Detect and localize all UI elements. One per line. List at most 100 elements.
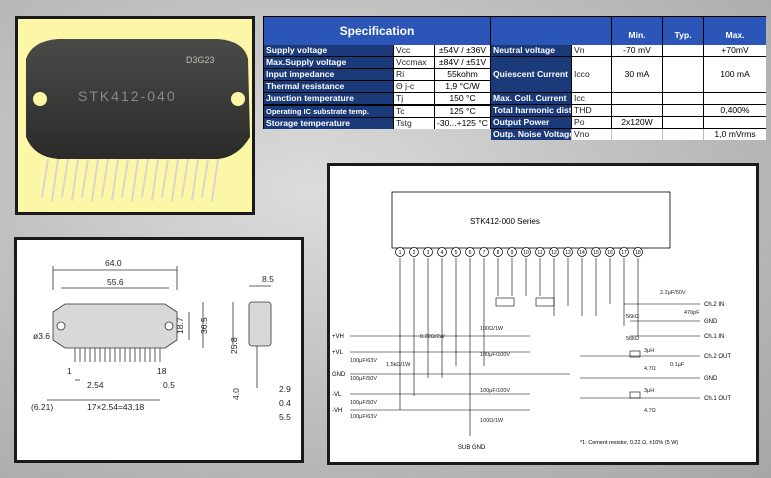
spec-char-min <box>612 105 662 116</box>
mount-hole-left <box>33 92 47 106</box>
spec-param-value: 150 °C <box>435 93 490 105</box>
spec-param-label: Thermal resistance <box>264 81 393 93</box>
ic-pin-number: 14 <box>579 250 585 256</box>
part-number: STK412-040 <box>78 88 177 104</box>
spec-param-symbol: Tc <box>394 105 434 117</box>
spec-header-blank <box>491 17 611 45</box>
spec-char-symbol: THD <box>572 105 611 116</box>
ic-pin-number: 17 <box>621 250 627 256</box>
spec-char-typ <box>663 93 703 104</box>
col-max: Max. <box>704 17 766 45</box>
ic-pin-number: 18 <box>635 250 641 256</box>
ic-pin-16 <box>605 247 615 257</box>
ic-pin-number: 12 <box>551 250 557 256</box>
ic-pin-2 <box>409 247 419 257</box>
dim-pin-last: 18 <box>157 366 167 376</box>
comp-label-2: 100μF/50V <box>350 376 377 382</box>
comp-label-14: 470pF <box>684 310 700 316</box>
ic-pin-9 <box>507 247 517 257</box>
ic-block <box>391 191 671 249</box>
spec-param-symbol: Tj <box>394 93 434 105</box>
ic-pin-number: 10 <box>523 250 529 256</box>
spec-char-label: Quiescent Current <box>491 57 571 92</box>
spec-char-min: 2x120W <box>612 117 662 128</box>
spec-char-typ <box>663 105 703 116</box>
ic-pin-10 <box>521 247 531 257</box>
dim-depth: 8.5 <box>262 274 274 284</box>
comp-label-19: 0.1μF <box>670 362 685 368</box>
ic-pin-3 <box>423 247 433 257</box>
spec-char-typ <box>663 129 703 140</box>
spec-param-label: Operating IC substrate temp. <box>264 105 393 117</box>
col-typ: Typ. <box>663 17 703 45</box>
schematic-components: 100μF/63V 100μF/50V 100μF/50V 100μF/63V … <box>350 290 700 424</box>
dimension-drawing: 64.0 55.6 8.5 36.5 18.7 25.8 ø3.6 2.54 1… <box>31 258 291 422</box>
spec-char-symbol: Vn <box>572 45 611 56</box>
spec-param-label: Junction temperature <box>264 93 393 105</box>
spec-char-max: 1,0 mVrms <box>704 129 766 140</box>
spec-char-label: Total harmonic dist. <box>491 105 571 116</box>
spec-char-max: +70mV <box>704 45 766 56</box>
dim-pitch: 2.54 <box>87 380 104 390</box>
ic-label: STK412-000 Series <box>470 217 540 226</box>
ic-pin-number: 7 <box>483 250 486 256</box>
comp-label-3: 100μF/50V <box>350 400 377 406</box>
rail-vl-minus: -VL <box>332 392 342 398</box>
comp-label-18: 4.7Ω <box>644 408 656 414</box>
spec-char-label: Max. Coll. Current <box>491 93 571 104</box>
spec-char-symbol: Po <box>572 117 611 128</box>
rail-gnd: GND <box>332 372 346 378</box>
dim-width-inner: 55.6 <box>107 277 124 287</box>
date-code: D3G23 <box>186 55 215 65</box>
comp-label-7: 100Ω/1W <box>480 326 504 332</box>
dim-height-c: 25.8 <box>229 337 239 354</box>
comp-label-8: 100μF/100V <box>480 352 510 358</box>
ic-photo: D3G23 STK412-040 <box>26 39 250 202</box>
comp-label-15: 3μH <box>644 348 654 354</box>
comp-label-4: 100μF/63V <box>350 414 377 420</box>
ic-pin-14 <box>577 247 587 257</box>
ic-pin-number: 1 <box>399 250 402 256</box>
spec-param-value: -30...+125 °C <box>435 117 490 129</box>
spec-title: Specification <box>264 17 490 45</box>
spec-param-value: ±54V / ±36V <box>435 45 490 57</box>
ic-pin-number: 11 <box>537 250 542 256</box>
terminal-ch1-in: Ch.1 IN <box>704 334 724 340</box>
photo-panel: D3G23 STK412-040 <box>15 16 255 215</box>
comp-label-11: 56kΩ <box>626 314 639 320</box>
spec-char-label: Outp. Noise Voltage <box>491 129 571 140</box>
spec-param-label: Supply voltage <box>264 45 393 57</box>
terminal-ch2-in: Ch.2 IN <box>704 302 724 308</box>
comp-label-13: 2.2μF/50V <box>660 290 686 296</box>
spec-char-min <box>612 93 662 104</box>
ic-body <box>26 39 250 159</box>
ic-pin-number: 2 <box>413 250 416 256</box>
dim-hole: ø3.6 <box>33 331 50 341</box>
spec-char-symbol: Vno <box>572 129 611 140</box>
spec-param-label: Max.Supply voltage <box>264 57 393 69</box>
schematic-wiring <box>350 258 700 436</box>
spec-param-symbol: Ri <box>394 69 434 81</box>
comp-label-5: 0.22Ω/1W <box>420 334 445 340</box>
spec-param-value: 125 °C <box>435 105 490 117</box>
ic-pin-number: 3 <box>427 250 430 256</box>
terminal-ch2-out: Ch.2 OUT <box>704 354 731 360</box>
dim-lead-b: 2.9 <box>279 384 291 394</box>
ic-pin-number: 9 <box>511 250 514 256</box>
mount-hole-right <box>231 92 245 106</box>
ic-pin-17 <box>619 247 629 257</box>
dim-height-a: 36.5 <box>199 317 209 334</box>
comp-label-16: 3μH <box>644 388 654 394</box>
spec-char-symbol: Icc <box>572 93 611 104</box>
ic-pin-number: 4 <box>441 250 444 256</box>
comp-label-1: 100μF/63V <box>350 358 377 364</box>
terminal-ch1-out: Ch.1 OUT <box>704 396 731 402</box>
spec-char-typ <box>663 45 703 56</box>
ic-pins <box>41 158 219 202</box>
comp-label-6: 1.5kΩ/1W <box>386 362 411 368</box>
ic-pin-6 <box>465 247 475 257</box>
ic-pin-1 <box>395 247 405 257</box>
spec-param-symbol: Θ j-c <box>394 81 434 93</box>
